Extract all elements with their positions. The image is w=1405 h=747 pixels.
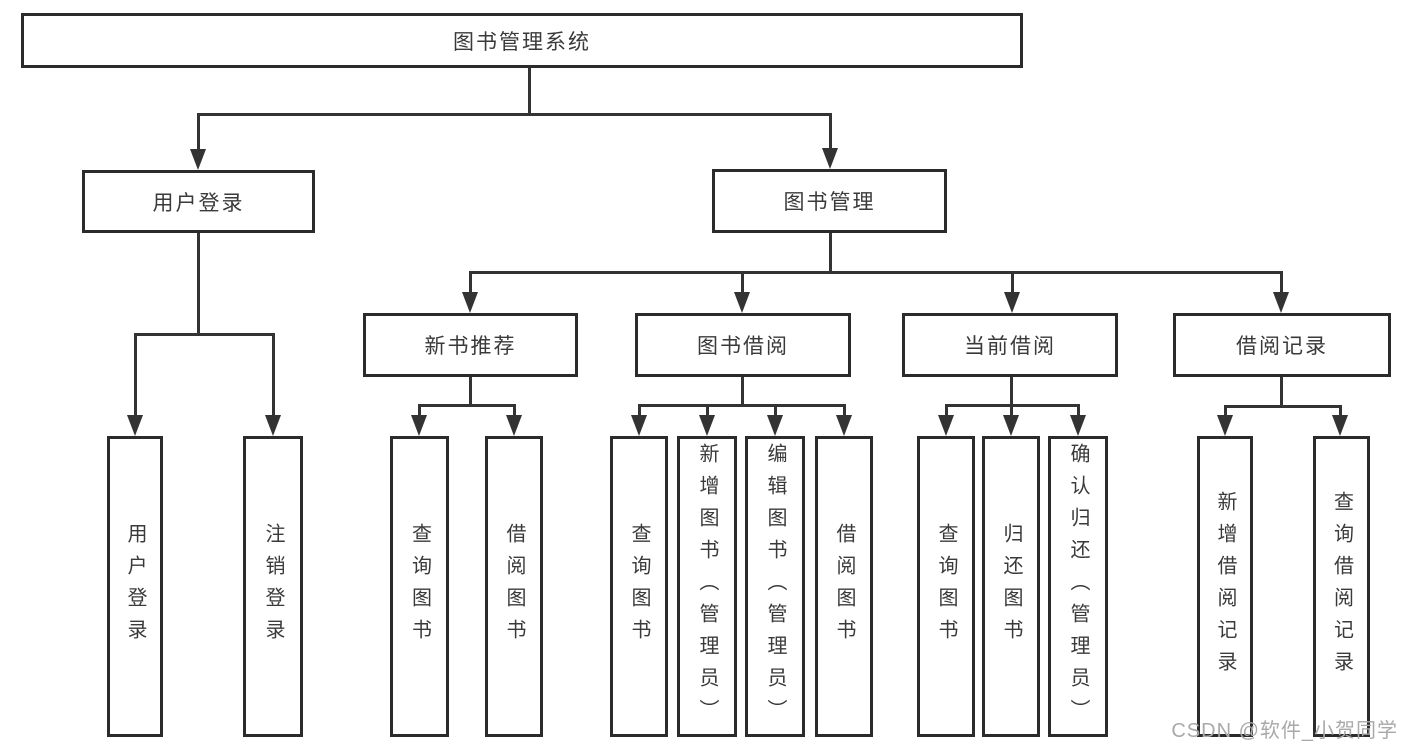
connector-line [418, 404, 421, 418]
connector-line [741, 271, 744, 293]
node-label: 图书管理 [783, 191, 876, 214]
node-borrowing-records: 借阅记录 [1173, 313, 1391, 377]
connector-line [945, 404, 948, 418]
arrowhead-down-icon [190, 149, 206, 170]
connector-line [829, 113, 832, 151]
leaf-logout: 注销登录 [243, 436, 303, 737]
node-library-management-system: 图书管理系统 [21, 13, 1023, 68]
connector-line [513, 404, 516, 418]
arrowhead-down-icon [822, 148, 838, 169]
arrowhead-down-icon [699, 415, 715, 436]
leaf-label: 归还图书 [1000, 522, 1022, 651]
leaf-confirm-return-admin: 确认归还（管理员） [1048, 436, 1108, 737]
connector-line [418, 404, 516, 407]
leaf-label: 查询借阅记录 [1330, 490, 1353, 683]
connector-line [134, 333, 137, 417]
connector-line [469, 271, 1283, 274]
leaf-label: 新增图书（管理员） [696, 442, 718, 731]
node-label: 借阅记录 [1236, 335, 1328, 358]
node-label: 用户登录 [152, 191, 245, 215]
node-book-management: 图书管理 [712, 169, 947, 233]
connector-line [638, 404, 846, 407]
connector-line [197, 113, 200, 151]
connector-line [469, 271, 472, 293]
leaf-return-books: 归还图书 [982, 436, 1040, 737]
connector-line [1224, 405, 1342, 408]
leaf-label: 新增借阅记录 [1214, 490, 1236, 683]
connector-line [1010, 404, 1013, 418]
csdn-watermark: CSDN @软件_小贺同学 [1171, 720, 1398, 742]
arrowhead-down-icon [767, 415, 783, 436]
connector-line [469, 377, 472, 407]
connector-line [272, 333, 275, 417]
arrowhead-down-icon [411, 415, 427, 436]
connector-line [741, 377, 744, 407]
node-label: 图书借阅 [697, 335, 789, 358]
leaf-label: 用户登录 [124, 522, 146, 651]
connector-line [774, 404, 777, 418]
connector-line [134, 333, 275, 336]
leaf-query-books: 查询图书 [610, 436, 668, 737]
arrowhead-down-icon [1003, 415, 1019, 436]
leaf-add-books-admin: 新增图书（管理员） [677, 436, 737, 737]
arrowhead-down-icon [1004, 292, 1020, 313]
node-current-borrowing: 当前借阅 [902, 313, 1118, 377]
arrowhead-down-icon [734, 292, 750, 313]
arrowhead-down-icon [506, 415, 522, 436]
arrowhead-down-icon [462, 292, 478, 313]
connector-line [1224, 405, 1227, 418]
leaf-label: 查询图书 [935, 522, 957, 651]
arrowhead-down-icon [1273, 292, 1289, 313]
arrowhead-down-icon [631, 415, 647, 436]
node-user-login: 用户登录 [82, 170, 315, 233]
leaf-edit-books-admin: 编辑图书（管理员） [745, 436, 805, 737]
leaf-label: 借阅图书 [503, 522, 525, 651]
leaf-label: 查询图书 [408, 522, 431, 651]
arrowhead-down-icon [836, 415, 852, 436]
arrowhead-down-icon [265, 415, 281, 436]
connector-line [197, 233, 200, 336]
connector-line [1010, 377, 1013, 407]
connector-line [1280, 271, 1283, 293]
arrowhead-down-icon [1217, 415, 1233, 436]
leaf-label: 注销登录 [262, 522, 284, 651]
connector-line [1011, 271, 1014, 293]
leaf-query-books: 查询图书 [917, 436, 975, 737]
node-book-borrowing: 图书借阅 [635, 313, 851, 377]
leaf-label: 编辑图书（管理员） [764, 442, 786, 731]
connector-line [829, 233, 832, 274]
leaf-query-books: 查询图书 [390, 436, 449, 737]
node-label: 图书管理系统 [453, 30, 591, 54]
node-new-book-recommendation: 新书推荐 [363, 313, 578, 377]
node-label: 当前借阅 [964, 335, 1056, 358]
connector-line [843, 404, 846, 418]
connector-line [528, 68, 531, 115]
arrowhead-down-icon [1332, 415, 1348, 436]
connector-line [638, 404, 641, 418]
leaf-borrow-books: 借阅图书 [485, 436, 543, 737]
connector-line [1339, 405, 1342, 418]
leaf-user-login: 用户登录 [107, 436, 163, 737]
arrowhead-down-icon [127, 415, 143, 436]
leaf-query-borrow-record: 查询借阅记录 [1313, 436, 1370, 737]
connector-line [197, 113, 831, 116]
arrowhead-down-icon [1070, 415, 1086, 436]
node-label: 新书推荐 [424, 335, 517, 358]
leaf-add-borrow-record: 新增借阅记录 [1197, 436, 1253, 737]
connector-line [1280, 377, 1283, 408]
arrowhead-down-icon [938, 415, 954, 436]
leaf-label: 借阅图书 [833, 522, 855, 651]
leaf-borrow-books: 借阅图书 [815, 436, 873, 737]
connector-line [1077, 404, 1080, 418]
leaf-label: 确认归还（管理员） [1067, 442, 1089, 731]
connector-line [706, 404, 709, 418]
leaf-label: 查询图书 [628, 522, 650, 651]
